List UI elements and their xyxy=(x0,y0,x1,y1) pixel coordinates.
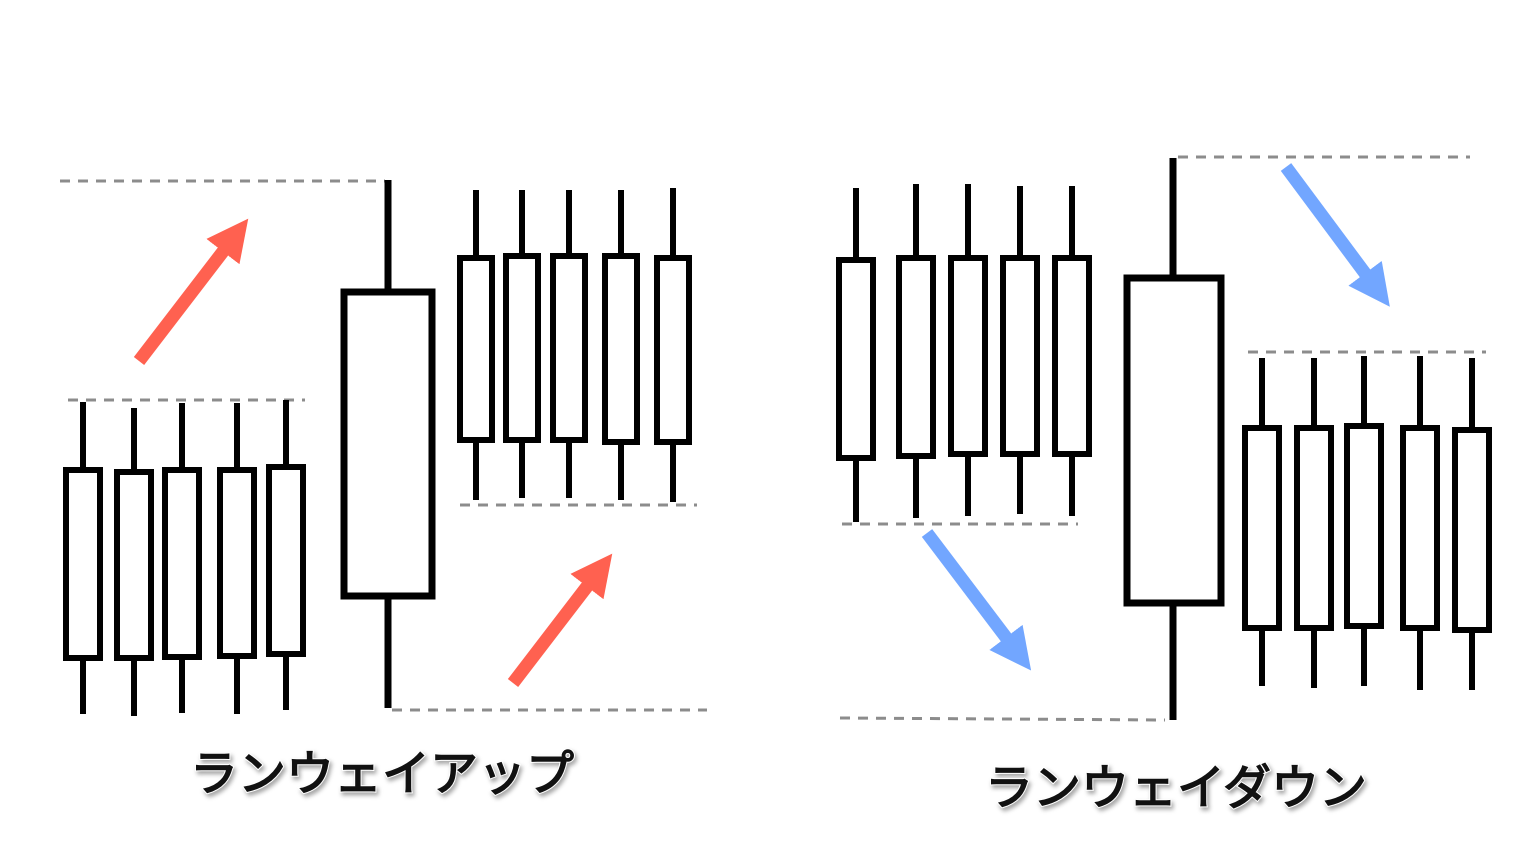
candlestick xyxy=(654,188,692,502)
guide-lines-up xyxy=(60,179,707,712)
candlestick xyxy=(1344,356,1384,686)
arrow-up-icon xyxy=(507,553,613,687)
candlestick xyxy=(1242,358,1282,686)
candlestick xyxy=(63,402,103,714)
big-candle-down xyxy=(1123,158,1225,720)
candlestick xyxy=(266,400,306,710)
candlestick xyxy=(896,184,936,518)
guide-line-bottom xyxy=(839,716,1166,722)
big-candle-up xyxy=(340,180,436,708)
panel-runaway-down: ランウェイダウン xyxy=(836,155,1492,817)
candlestick xyxy=(1294,358,1334,688)
arrows-down xyxy=(921,163,1390,671)
candlestick xyxy=(503,190,541,498)
arrows-up xyxy=(133,218,613,687)
candlestick xyxy=(162,403,202,713)
candlestick xyxy=(1400,356,1440,690)
candlestick xyxy=(1052,186,1092,516)
candlestick xyxy=(1000,186,1040,514)
candlestick xyxy=(114,408,154,716)
candles-before-up xyxy=(63,400,306,716)
caption-runaway-down: ランウェイダウン xyxy=(985,760,1367,816)
guide-lines-down xyxy=(839,155,1486,722)
panel-runaway-up: ランウェイアップ xyxy=(60,179,707,803)
arrow-down-icon xyxy=(921,529,1032,671)
candles-after-up xyxy=(457,188,692,502)
candles-after-down xyxy=(1242,356,1492,690)
candlestick xyxy=(948,184,988,516)
candles-before-down xyxy=(836,184,1092,522)
candlestick xyxy=(602,190,640,500)
caption-runaway-up: ランウェイアップ xyxy=(190,746,574,802)
candlestick xyxy=(550,190,588,498)
arrow-down-icon xyxy=(1280,163,1390,307)
candlestick xyxy=(1452,358,1492,690)
candlestick xyxy=(836,188,876,522)
candlestick xyxy=(217,403,257,714)
candlestick xyxy=(457,190,495,500)
arrow-up-icon xyxy=(133,218,249,365)
